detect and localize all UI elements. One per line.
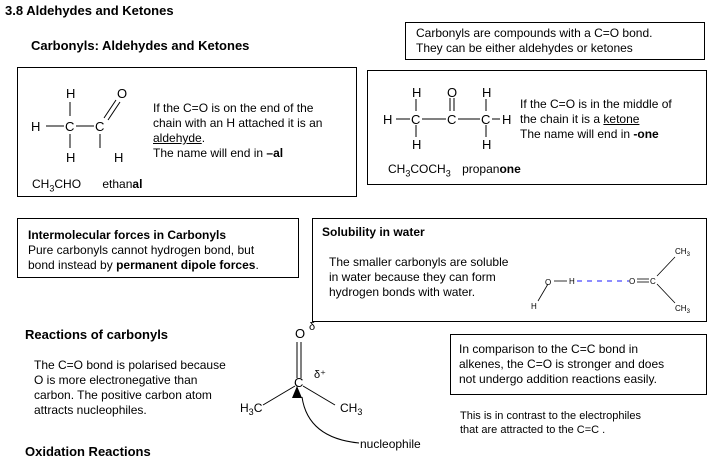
- propanone-name: propanone: [462, 162, 521, 176]
- polarised-carbonyl-diagram: O δ C δ⁺ H3C CH3: [240, 321, 362, 444]
- atom-o: O: [629, 277, 635, 286]
- atom-h: H: [569, 277, 575, 286]
- atom-h: H: [31, 119, 40, 134]
- atom-h: H: [66, 86, 75, 101]
- comparison-box: In comparison to the C=C bond in alkenes…: [450, 334, 707, 395]
- nucleophile-label: nucleophile: [360, 437, 421, 451]
- reactions-text: The C=O bond is polarised because O is m…: [34, 358, 226, 417]
- aldehyde-line-1: If the C=O is on the end of the: [153, 101, 314, 115]
- methyl-group: CH3: [675, 247, 691, 258]
- ethanal-name: ethanal: [102, 177, 143, 191]
- atom-h: H: [412, 85, 421, 100]
- solubility-heading: Solubility in water: [322, 225, 425, 239]
- aldehyde-ending: –al: [266, 146, 284, 160]
- ketone-term: ketone: [603, 112, 640, 126]
- section-heading: Carbonyls: Aldehydes and Ketones: [31, 38, 250, 53]
- atom-h: H: [383, 112, 392, 127]
- ethanal-structure: H H C C O H H: [31, 86, 127, 165]
- imf-dipole-term: permanent dipole forces: [116, 258, 256, 272]
- page-title: 3.8 Aldehydes and Ketones: [5, 3, 174, 18]
- propanone-formula: CH3COCH3 propanone: [388, 162, 521, 179]
- atom-h: H: [66, 150, 75, 165]
- aldehyde-term-end: .: [201, 131, 206, 145]
- hydrogen-bond-diagram: O H H O C CH3 CH3: [531, 247, 691, 315]
- atom-h: H: [482, 137, 491, 152]
- ketone-box: H O H H C C C H H H If the C=O is in the…: [367, 70, 707, 185]
- atom-o: O: [117, 86, 127, 101]
- atom-o: O: [447, 85, 457, 100]
- solubility-box: Solubility in water The smaller carbonyl…: [312, 218, 707, 322]
- atom-c: C: [481, 112, 490, 127]
- atom-h: H: [412, 137, 421, 152]
- reactions-heading: Reactions of carbonyls: [25, 327, 169, 342]
- ketone-line-1: If the C=O is in the middle of: [520, 97, 672, 111]
- atom-c: C: [65, 119, 74, 134]
- aldehyde-ending-prefix: The name will end in: [153, 146, 267, 160]
- atom-h: H: [482, 85, 491, 100]
- ethanal-formula: CH3CHO ethanal: [32, 177, 143, 194]
- aldehyde-term: aldehyde: [153, 131, 202, 145]
- atom-h: H: [114, 150, 123, 165]
- arrow-head-icon: [292, 386, 302, 398]
- propanone-structure: H O H H C C C H H H: [383, 85, 511, 152]
- imf-box: Intermolecular forces in Carbonyls Pure …: [17, 218, 299, 278]
- atom-h: H: [531, 302, 537, 311]
- comparison-note: This is in contrast to the electrophiles…: [460, 410, 641, 436]
- methyl-group-right: CH3: [340, 401, 362, 417]
- atom-c: C: [650, 277, 656, 286]
- atom-c: C: [294, 375, 303, 390]
- delta-minus: δ: [309, 321, 315, 333]
- ketone-ending: -one: [633, 127, 659, 141]
- atom-c: C: [411, 112, 420, 127]
- aldehyde-line-2: chain with an H attached it is an: [153, 116, 323, 130]
- intro-box: Carbonyls are compounds with a C=O bond.…: [405, 22, 705, 60]
- atom-c: C: [447, 112, 456, 127]
- aldehyde-box: H H C C O H H If the C=O is on the end o…: [17, 67, 357, 197]
- atom-c: C: [95, 119, 104, 134]
- imf-line-1: Pure carbonyls cannot hydrogen bond, but: [28, 243, 255, 257]
- atom-o: O: [545, 278, 551, 287]
- atom-o: O: [295, 326, 305, 341]
- intro-line-1: Carbonyls are compounds with a C=O bond.: [416, 26, 653, 40]
- delta-plus: δ⁺: [314, 369, 326, 381]
- atom-h: H: [502, 112, 511, 127]
- solubility-text: The smaller carbonyls are soluble in wat…: [329, 255, 509, 299]
- aldehyde-description: If the C=O is on the end of the chain wi…: [153, 101, 322, 161]
- intro-line-2: They can be either aldehydes or ketones: [416, 41, 633, 55]
- methyl-group: CH3: [675, 304, 691, 315]
- imf-heading: Intermolecular forces in Carbonyls: [28, 228, 227, 242]
- methyl-group-left: H3C: [240, 401, 263, 417]
- ketone-description: If the C=O is in the middle of the chain…: [520, 97, 672, 141]
